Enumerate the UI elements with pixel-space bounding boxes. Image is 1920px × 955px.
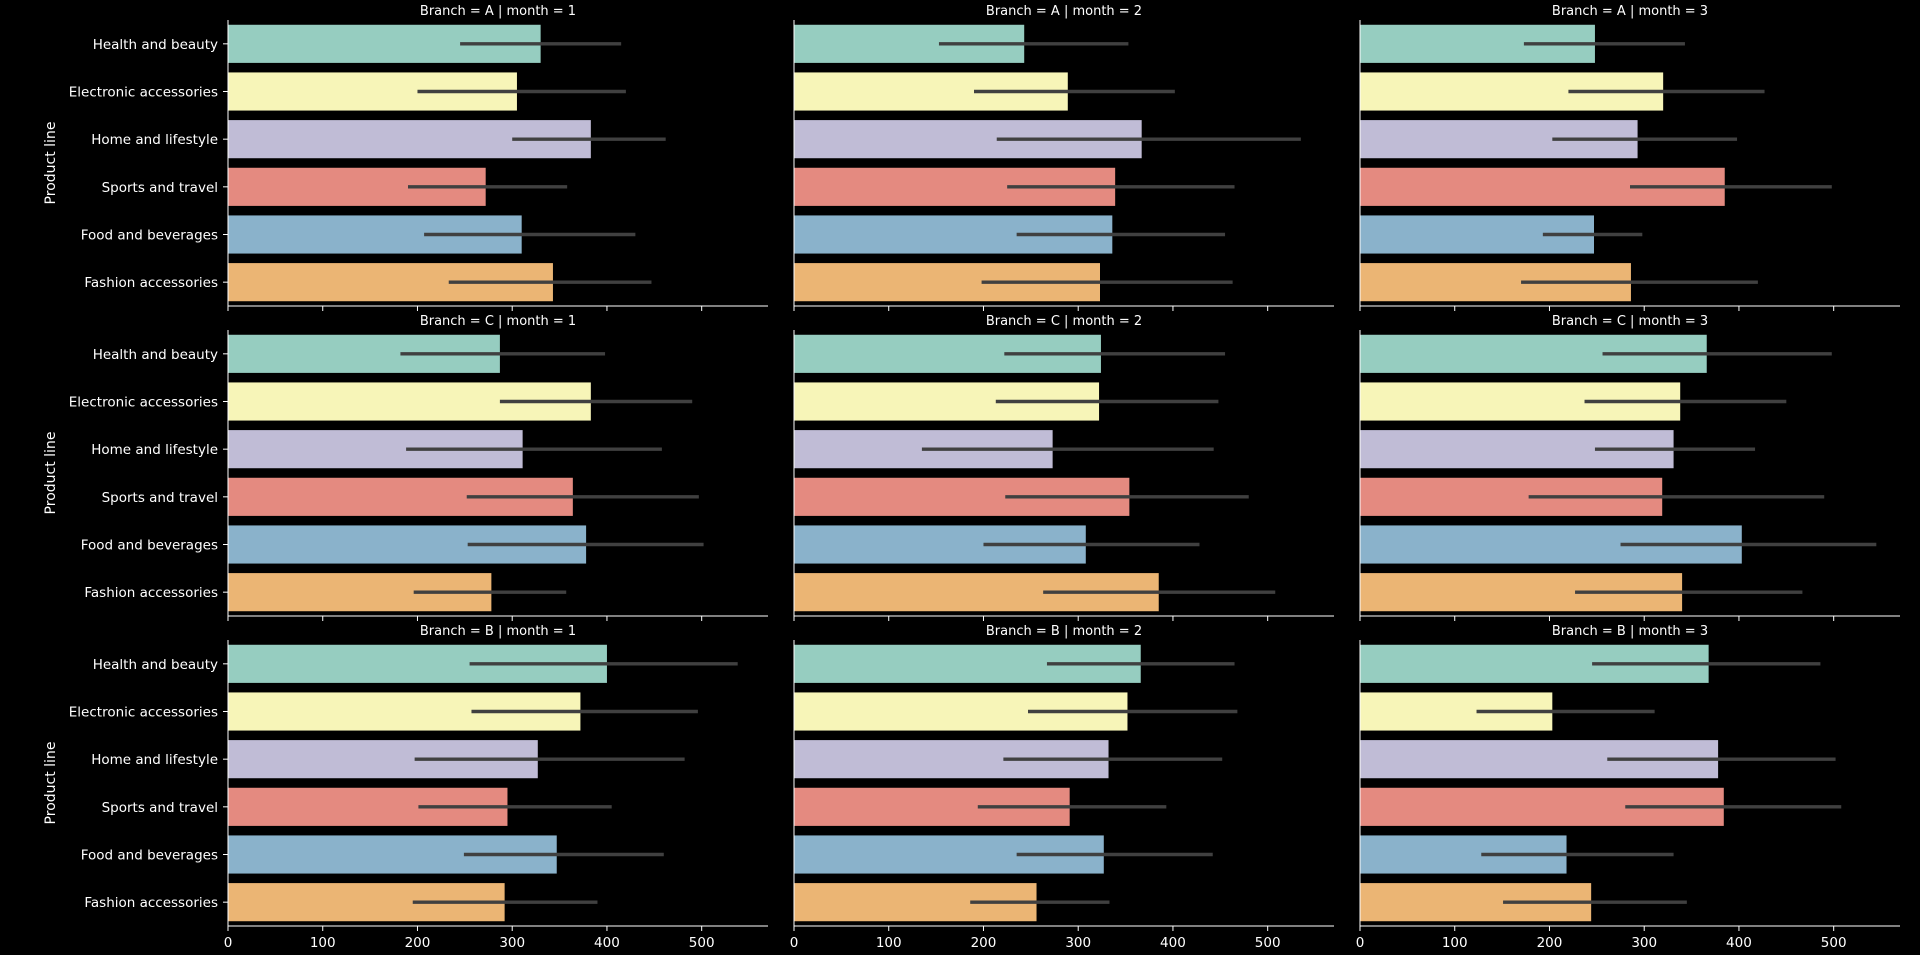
x-tick-label: 200 bbox=[971, 935, 997, 951]
facet-title: Branch = A | month = 2 bbox=[986, 4, 1142, 19]
x-tick-label: 200 bbox=[1537, 935, 1563, 951]
category-tick-label: Fashion accessories bbox=[84, 275, 218, 291]
x-tick-label: 500 bbox=[1821, 935, 1847, 951]
category-tick-label: Food and beverages bbox=[81, 538, 218, 554]
category-tick-label: Fashion accessories bbox=[84, 895, 218, 911]
x-tick-label: 300 bbox=[1065, 935, 1091, 951]
x-tick-label: 0 bbox=[1356, 935, 1365, 951]
category-tick-label: Home and lifestyle bbox=[91, 752, 218, 768]
category-tick-label: Electronic accessories bbox=[69, 705, 218, 721]
x-tick-label: 100 bbox=[876, 935, 902, 951]
y-axis-label: Product line bbox=[43, 742, 59, 825]
x-tick-label: 400 bbox=[1160, 935, 1186, 951]
x-tick-label: 200 bbox=[405, 935, 431, 951]
category-tick-label: Health and beauty bbox=[93, 347, 218, 363]
facet-title: Branch = A | month = 1 bbox=[420, 4, 576, 19]
x-tick-label: 500 bbox=[1255, 935, 1281, 951]
y-axis-label: Product line bbox=[43, 432, 59, 515]
facet-title: Branch = B | month = 2 bbox=[986, 624, 1142, 639]
facet-title: Branch = C | month = 1 bbox=[420, 314, 576, 329]
category-tick-label: Electronic accessories bbox=[69, 395, 218, 411]
category-tick-label: Electronic accessories bbox=[69, 85, 218, 101]
x-tick-label: 300 bbox=[1631, 935, 1657, 951]
category-tick-label: Sports and travel bbox=[102, 800, 218, 816]
facet-title: Branch = B | month = 3 bbox=[1552, 624, 1708, 639]
facet-title: Branch = C | month = 3 bbox=[1552, 314, 1708, 329]
x-tick-label: 400 bbox=[1726, 935, 1752, 951]
category-tick-label: Home and lifestyle bbox=[91, 132, 218, 148]
x-tick-label: 100 bbox=[1442, 935, 1468, 951]
x-tick-label: 400 bbox=[594, 935, 620, 951]
category-tick-label: Food and beverages bbox=[81, 848, 218, 864]
category-tick-label: Sports and travel bbox=[102, 180, 218, 196]
category-tick-label: Fashion accessories bbox=[84, 585, 218, 601]
y-axis-label: Product line bbox=[43, 122, 59, 205]
category-tick-label: Sports and travel bbox=[102, 490, 218, 506]
x-tick-label: 100 bbox=[310, 935, 336, 951]
facet-title: Branch = C | month = 2 bbox=[986, 314, 1142, 329]
x-tick-label: 0 bbox=[224, 935, 233, 951]
facet-title: Branch = A | month = 3 bbox=[1552, 4, 1708, 19]
category-tick-label: Health and beauty bbox=[93, 657, 218, 673]
category-tick-label: Health and beauty bbox=[93, 37, 218, 53]
x-tick-label: 500 bbox=[689, 935, 715, 951]
x-tick-label: 300 bbox=[499, 935, 525, 951]
category-tick-label: Home and lifestyle bbox=[91, 442, 218, 458]
facet-title: Branch = B | month = 1 bbox=[420, 624, 576, 639]
category-tick-label: Food and beverages bbox=[81, 228, 218, 244]
x-tick-label: 0 bbox=[790, 935, 799, 951]
